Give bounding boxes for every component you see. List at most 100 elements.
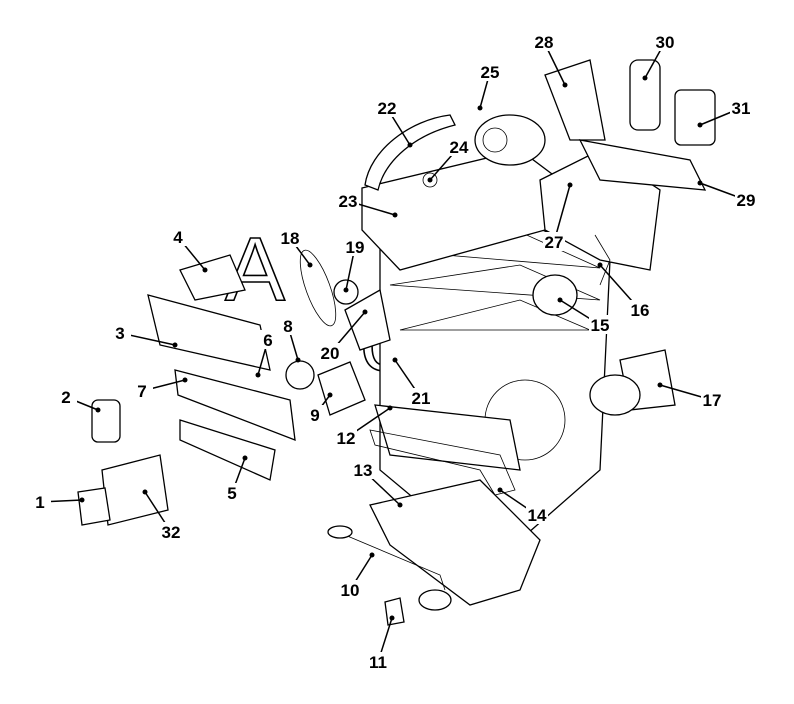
- callout-bg: [448, 137, 470, 156]
- oil-filter-housing: [101, 454, 169, 526]
- oil-pump: [317, 361, 366, 416]
- leader-dot-21: [392, 357, 398, 363]
- oil-pan: [369, 479, 541, 606]
- filter-cartridge: [674, 89, 716, 146]
- leader-dot-18: [307, 262, 313, 268]
- water-pump: [532, 274, 578, 316]
- leader-dot-10: [369, 552, 375, 558]
- callout-19: 19: [346, 238, 365, 257]
- callout-25: 25: [481, 63, 500, 82]
- starter-motor: [589, 374, 641, 416]
- callout-bg: [131, 381, 153, 400]
- callout-14: 14: [528, 506, 547, 525]
- callout-bg: [257, 330, 279, 349]
- leader-dot-16: [597, 262, 603, 268]
- callout-bg: [339, 580, 361, 599]
- intake-manifold: [147, 294, 271, 371]
- callout-29: 29: [737, 191, 756, 210]
- callout-bg: [160, 522, 182, 541]
- callout-bg: [304, 405, 326, 424]
- leader-dot-25: [477, 105, 483, 111]
- oil-filter: [91, 399, 121, 443]
- callout-8: 8: [283, 317, 292, 336]
- callout-24: 24: [450, 138, 469, 157]
- leader-dot-19: [343, 287, 349, 293]
- leader-dot-5: [242, 455, 248, 461]
- callout-bg: [344, 237, 366, 256]
- strainer: [418, 589, 452, 611]
- callout-bg: [167, 227, 189, 246]
- dipstick: [344, 534, 446, 591]
- leader-dot-7: [182, 377, 188, 383]
- leader-dot-29: [697, 180, 703, 186]
- callout-bg: [29, 492, 51, 511]
- bracket: [578, 139, 707, 191]
- leader-dot-30: [642, 75, 648, 81]
- timing-chain: [299, 249, 337, 327]
- leader-dot-32: [142, 489, 148, 495]
- sprocket: [285, 360, 315, 390]
- intake-hose: [364, 114, 456, 191]
- callout-bg: [221, 483, 243, 502]
- leader-dot-9: [327, 392, 333, 398]
- callout-bg: [337, 191, 359, 210]
- small-gasket: [384, 597, 405, 626]
- callout-bg: [279, 228, 301, 247]
- turbocharger: [474, 114, 546, 166]
- callout-bg: [109, 323, 131, 342]
- callout-bg: [367, 652, 389, 671]
- callout-27: 27: [545, 233, 564, 252]
- callout-17: 17: [703, 391, 722, 410]
- callout-10: 10: [341, 581, 360, 600]
- heat-shield: [544, 59, 606, 141]
- callout-bg: [730, 98, 752, 117]
- callout-31: 31: [732, 99, 751, 118]
- leader-dot-11: [389, 615, 395, 621]
- gasket: [77, 487, 111, 526]
- callout-bg: [352, 460, 374, 479]
- exhaust-manifold-left: [174, 369, 296, 441]
- callout-bg: [526, 505, 548, 524]
- leader-dot-28: [562, 82, 568, 88]
- leader-dot-8: [295, 357, 301, 363]
- callout-bg: [629, 300, 651, 319]
- callout-bg: [589, 315, 611, 334]
- leader-dot-14: [497, 487, 503, 493]
- callout-bg: [735, 190, 757, 209]
- leader-dot-2: [95, 407, 101, 413]
- callout-32: 32: [162, 523, 181, 542]
- callout-4: 4: [173, 228, 183, 247]
- callout-bg: [533, 32, 555, 51]
- callout-bg: [277, 316, 299, 335]
- leader-dot-17: [657, 382, 663, 388]
- callout-bg: [335, 428, 357, 447]
- leader-dot-6: [255, 372, 261, 378]
- manifold-gasket: [179, 419, 276, 481]
- callout-12: 12: [337, 429, 356, 448]
- timing-cover: [344, 288, 391, 351]
- callout-6: 6: [263, 331, 272, 350]
- callout-7: 7: [137, 382, 146, 401]
- sensor-lead: [594, 234, 611, 286]
- callout-bg: [654, 32, 676, 51]
- callout-3: 3: [115, 324, 124, 343]
- callout-5: 5: [227, 484, 236, 503]
- leader-dot-24: [427, 177, 433, 183]
- callout-11: 11: [369, 653, 387, 672]
- callout-23: 23: [339, 192, 358, 211]
- fuel-filter: [629, 59, 661, 131]
- callout-30: 30: [656, 33, 675, 52]
- callout-9: 9: [310, 406, 319, 425]
- callout-bg: [376, 98, 398, 117]
- callout-bg: [701, 390, 723, 409]
- callout-bg: [543, 232, 565, 251]
- callout-bg: [410, 388, 432, 407]
- callout-16: 16: [631, 301, 650, 320]
- callout-28: 28: [535, 33, 554, 52]
- thermostat-housing: [179, 254, 246, 301]
- callout-13: 13: [354, 461, 373, 480]
- callout-15: 15: [591, 316, 610, 335]
